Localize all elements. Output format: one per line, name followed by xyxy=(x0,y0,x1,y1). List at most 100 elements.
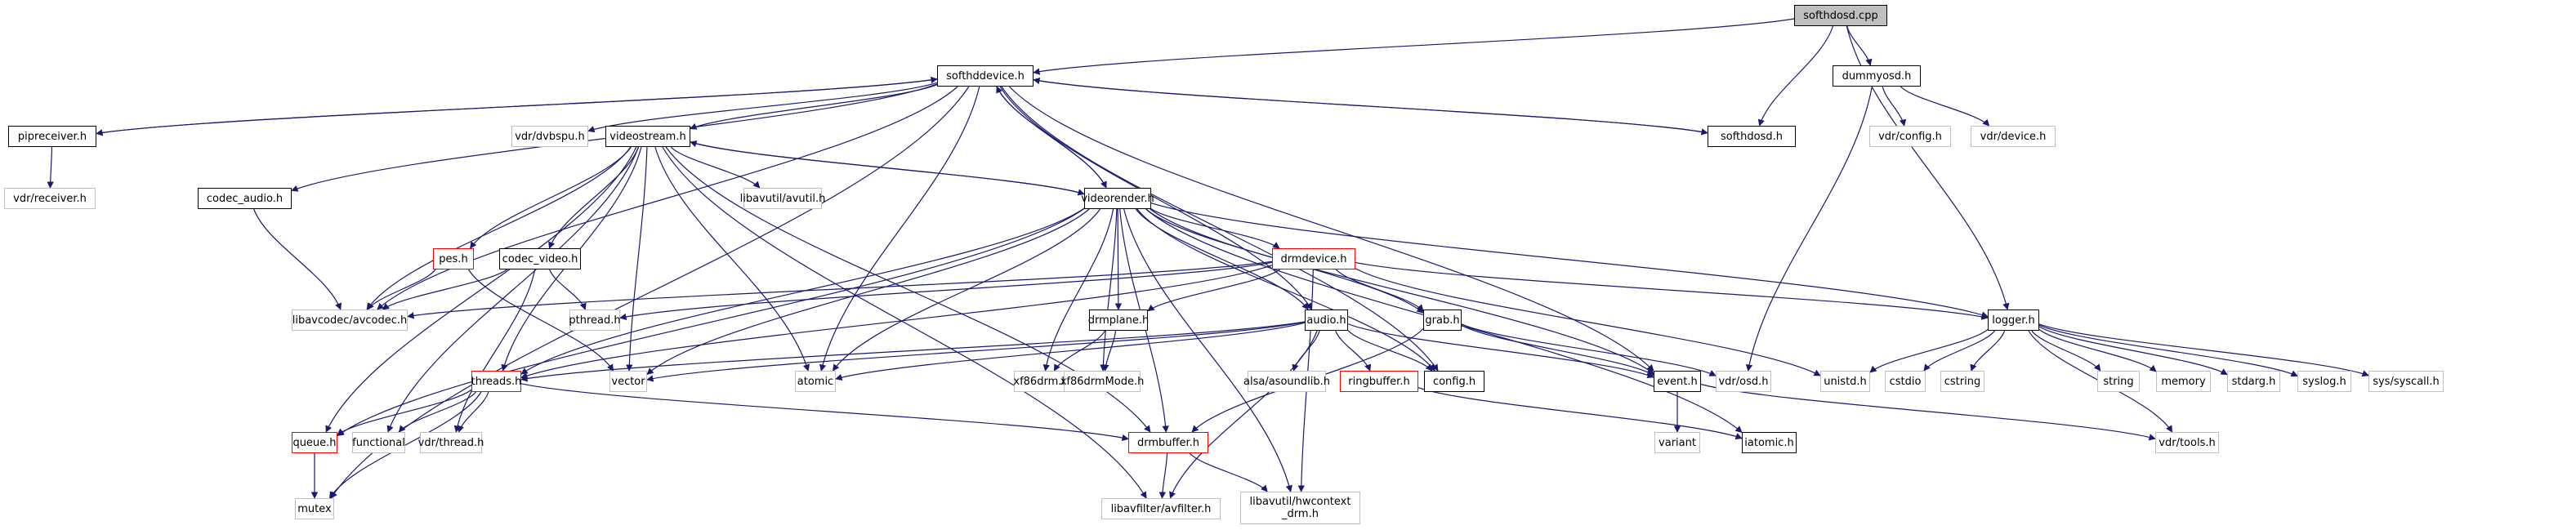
edge-softhdosd_cpp-to-softhdosd_h xyxy=(1757,25,1834,127)
node-config-h[interactable]: config.h xyxy=(1424,371,1484,392)
edge-videorender_h-to-vector xyxy=(646,208,1090,375)
node-label: xf86drm.h xyxy=(1013,375,1069,388)
edge-drmdevice_h-to-pthread_h xyxy=(619,261,1273,321)
node-label: stdarg.h xyxy=(2231,375,2276,388)
node-label: vdr/tools.h xyxy=(2159,436,2216,449)
edge-videorender_h-to-drmdevice_h xyxy=(1150,208,1280,249)
node-vdr-thread-h: vdr/thread.h xyxy=(418,432,484,453)
edge-drmdevice_h-to-logger_h xyxy=(1355,261,1989,320)
node-sys-syscall-h: sys/syscall.h xyxy=(2368,371,2444,392)
edge-drmdevice_h-to-libavcodec_avcodec_h xyxy=(407,261,1273,319)
node-libavcodec-avcodec-h: libavcodec/avcodec.h xyxy=(292,310,408,331)
node-label: mutex xyxy=(297,502,332,515)
edge-pes_h-to-libavcodec_avcodec_h xyxy=(367,269,436,310)
node-vdr-receiver-h: vdr/receiver.h xyxy=(4,188,96,209)
node-mutex: mutex xyxy=(295,498,334,519)
edge-softhddevice_h-to-atomic xyxy=(819,86,980,372)
node-ringbuffer-h[interactable]: ringbuffer.h xyxy=(1340,371,1418,392)
node-dummyosd-h[interactable]: dummyosd.h xyxy=(1833,65,1921,87)
node-audio-h[interactable]: audio.h xyxy=(1305,310,1348,331)
node-label: grab.h xyxy=(1425,314,1460,327)
edge-softhddevice_h-to-libavcodec_avcodec_h xyxy=(377,86,958,310)
edge-grab_h-to-event_h xyxy=(1461,324,1654,376)
node-label: videorender.h xyxy=(1081,192,1154,205)
node-softhddevice-h[interactable]: softhddevice.h xyxy=(937,65,1034,87)
node-label: codec_audio.h xyxy=(206,192,283,205)
node-drmdevice-h[interactable]: drmdevice.h xyxy=(1272,248,1355,269)
node-vdr-dvbspu-h: vdr/dvbspu.h xyxy=(511,126,588,147)
edge-videorender_h-to-libavutil_hwcontext_drm_h xyxy=(1123,208,1292,492)
node-label: libavutil/hwcontext _drm.h xyxy=(1249,496,1351,520)
node-label: pipreceiver.h xyxy=(17,130,87,143)
edge-codec_video_h-to-pthread_h xyxy=(549,269,587,310)
edge-softhddevice_h-to-event_h xyxy=(1009,86,1654,372)
node-videostream-h[interactable]: videostream.h xyxy=(605,126,690,147)
edge-pipreceiver_h-to-softhddevice_h xyxy=(96,76,938,135)
node-label: softhdosd.h xyxy=(1720,130,1783,143)
node-label: drmbuffer.h xyxy=(1136,436,1199,449)
edge-logger_h-to-syslog_h xyxy=(2038,324,2298,377)
node-event-h[interactable]: event.h xyxy=(1654,371,1701,392)
node-drmplane-h[interactable]: drmplane.h xyxy=(1088,310,1149,331)
node-pes-h[interactable]: pes.h xyxy=(433,248,474,269)
edge-audio_h-to-ringbuffer_h xyxy=(1335,330,1372,372)
node-grab-h[interactable]: grab.h xyxy=(1423,310,1462,331)
node-xf86drmMode-h: xf86drmMode.h xyxy=(1060,371,1144,392)
node-videorender-h[interactable]: videorender.h xyxy=(1081,188,1154,209)
node-queue-h[interactable]: queue.h xyxy=(292,432,337,453)
node-label: libavcodec/avcodec.h xyxy=(292,314,408,327)
node-label: variant xyxy=(1659,436,1696,449)
edge-videostream_h-to-vector xyxy=(626,146,648,372)
edge-threads_h-to-queue_h xyxy=(337,389,472,436)
edge-threads_h-to-functional xyxy=(398,391,477,433)
node-codec-video-h[interactable]: codec_video.h xyxy=(499,248,581,269)
edge-dummyosd_h-to-vdr_osd_h xyxy=(1745,86,1873,372)
edge-drmbuffer_h-to-libavfilter_avfilter_h xyxy=(1159,452,1168,499)
node-label: threads.h xyxy=(471,375,522,388)
edge-drmbuffer_h-to-libavutil_hwcontext_drm_h xyxy=(1189,452,1268,492)
node-label: logger.h xyxy=(1992,314,2035,327)
edge-audio_h-to-atomic xyxy=(835,322,1306,381)
edge-dummyosd_h-to-vdr_config_h xyxy=(1882,86,1907,127)
node-label: pes.h xyxy=(439,252,468,265)
node-atomic: atomic xyxy=(795,371,836,392)
node-label: alsa/asoundlib.h xyxy=(1243,375,1330,388)
edge-videorender_h-to-event_h xyxy=(1150,208,1654,375)
node-label: vdr/device.h xyxy=(1980,130,2047,143)
node-softhdosd-h[interactable]: softhdosd.h xyxy=(1708,126,1796,147)
node-stdarg-h: stdarg.h xyxy=(2227,371,2280,392)
node-vdr-device-h: vdr/device.h xyxy=(1971,126,2056,147)
edge-drmplane_h-to-xf86drm_h xyxy=(1053,330,1106,372)
edge-videorender_h-to-queue_h xyxy=(337,207,1085,436)
edge-audio_h-to-config_h xyxy=(1347,330,1433,372)
node-label: libavfilter/avfilter.h xyxy=(1110,502,1212,515)
node-label: cstdio xyxy=(1889,375,1922,388)
node-label: string xyxy=(2103,375,2134,388)
node-logger-h[interactable]: logger.h xyxy=(1988,310,2039,331)
node-threads-h[interactable]: threads.h xyxy=(471,371,521,392)
node-label: softhdosd.cpp xyxy=(1803,9,1878,22)
edge-videorender_h-to-logger_h xyxy=(1150,202,1989,318)
node-pipreceiver-h[interactable]: pipreceiver.h xyxy=(8,126,96,147)
edge-audio_h-to-vector xyxy=(646,321,1306,382)
edge-audio_h-to-libavfilter_avfilter_h xyxy=(1169,330,1318,499)
edge-logger_h-to-memory xyxy=(2038,328,2157,372)
node-label: codec_video.h xyxy=(502,252,578,265)
node-softhdosd-cpp[interactable]: softhdosd.cpp xyxy=(1794,5,1887,26)
node-label: config.h xyxy=(1432,375,1476,388)
edge-codec_audio_h-to-libavcodec_avcodec_h xyxy=(253,208,342,310)
node-label: softhddevice.h xyxy=(946,69,1025,82)
edge-drmdevice_h-to-threads_h xyxy=(520,265,1273,379)
node-label: drmdevice.h xyxy=(1280,252,1347,265)
node-vector: vector xyxy=(609,371,647,392)
node-label: dummyosd.h xyxy=(1842,69,1912,82)
node-iatomic-h[interactable]: iatomic.h xyxy=(1742,432,1797,453)
edge-videostream_h-to-libavcodec_avcodec_h xyxy=(366,146,632,310)
node-label: iatomic.h xyxy=(1744,436,1794,449)
node-codec-audio-h[interactable]: codec_audio.h xyxy=(198,188,292,209)
edge-videostream_h-to-libavfilter_avfilter_h xyxy=(662,146,1147,499)
node-drmbuffer-h[interactable]: drmbuffer.h xyxy=(1128,432,1208,453)
node-label: atomic xyxy=(797,375,834,388)
edge-logger_h-to-cstdio xyxy=(1923,330,1996,372)
